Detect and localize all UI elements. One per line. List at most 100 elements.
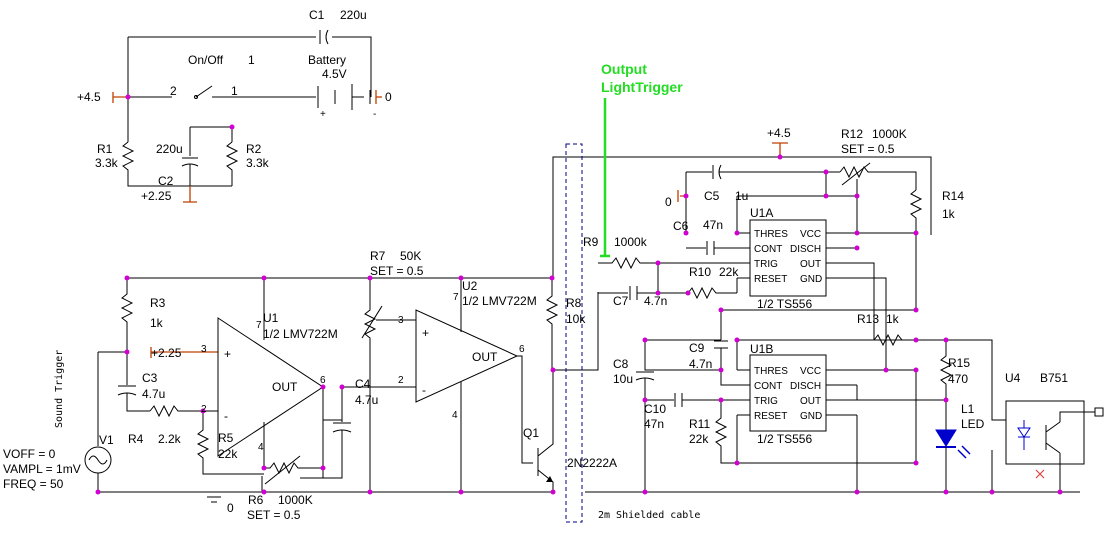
- r5-ref: R5: [218, 431, 234, 445]
- u1b-pin-out: OUT: [800, 396, 821, 407]
- c1-ref: C1: [309, 8, 325, 22]
- u1b-pin-vcc: VCC: [800, 366, 821, 377]
- r8-value: 10k: [566, 312, 586, 326]
- u1-pin2: 2: [201, 404, 207, 415]
- r9-value: 1000k: [614, 235, 648, 249]
- labels: C1 220u On/Off 1 2 1 Battery 4.5V + - +4…: [3, 8, 1068, 522]
- r5-value: 22k: [218, 447, 238, 461]
- r12-set: SET = 0.5: [841, 142, 895, 156]
- u1-ref: U1: [263, 311, 279, 325]
- r7-ref: R7: [370, 249, 386, 263]
- c7-value: 4.7n: [644, 294, 667, 308]
- u1-pin3: 3: [201, 344, 207, 355]
- c9-value: 4.7n: [689, 357, 712, 371]
- u1a-pin-disch: DISCH: [790, 244, 821, 255]
- u2-pin3: 3: [398, 315, 404, 326]
- r14-ref: R14: [942, 189, 964, 203]
- u2-ref: U2: [462, 279, 478, 293]
- c10-value: 47n: [644, 417, 664, 431]
- battery-value: 4.5V: [322, 67, 347, 81]
- c7-ref: C7: [613, 294, 629, 308]
- battery-minus: -: [373, 109, 376, 120]
- r10-value: 22k: [719, 265, 739, 279]
- u1b-pin-reset: RESET: [754, 411, 787, 422]
- output-light-trigger-line: [600, 98, 610, 258]
- r3-ref: R3: [150, 296, 166, 310]
- c6-value: 47n: [703, 218, 723, 232]
- gnd-u1a-label: 0: [665, 195, 672, 209]
- r6-ref: R6: [248, 493, 264, 507]
- l1-ref: L1: [961, 402, 975, 416]
- u1a-pin-thres: THRES: [754, 229, 788, 240]
- u2-pin2: 2: [398, 375, 404, 386]
- r4-value: 2.2k: [158, 432, 182, 446]
- u1a-pin-out: OUT: [800, 259, 821, 270]
- c5-ref: C5: [704, 189, 720, 203]
- svg-text:-: -: [422, 383, 426, 397]
- r7-value: 50K: [400, 249, 421, 263]
- l1-value: LED: [961, 417, 985, 431]
- output-label-line2: LightTrigger: [601, 79, 683, 95]
- u2-pin6: 6: [519, 344, 525, 355]
- half-supply-u1-label: +2.25: [151, 346, 182, 360]
- v1-ref: V1: [99, 433, 114, 447]
- u1-part: 1/2 LMV722M: [263, 327, 338, 341]
- c10-ref: C10: [644, 402, 666, 416]
- gnd-top-label: 0: [385, 90, 392, 104]
- c6-ref: C6: [673, 219, 689, 233]
- r11-ref: R11: [689, 417, 710, 431]
- v1-param-freq: FREQ = 50: [3, 477, 64, 491]
- u2-part: 1/2 LMV722M: [462, 294, 537, 308]
- c2-ref: C2: [158, 174, 174, 188]
- u4-part: B751: [1040, 371, 1068, 385]
- supply-top-label: +4.5: [77, 90, 101, 104]
- u1-stage: + -: [84, 275, 401, 503]
- c2-value: 220u: [156, 142, 183, 156]
- r3-value: 1k: [150, 316, 164, 330]
- u1b-pin-thres: THRES: [754, 366, 788, 377]
- v1-param-voff: VOFF = 0: [3, 447, 56, 461]
- u1a-pin-trig: TRIG: [754, 259, 778, 270]
- u1a-pin-reset: RESET: [754, 274, 787, 285]
- c9-ref: C9: [689, 341, 705, 355]
- c3-value: 4.7u: [142, 387, 165, 401]
- onoff-pin2: 2: [170, 84, 177, 98]
- q1-ref: Q1: [523, 426, 539, 440]
- battery-section: [112, 29, 382, 203]
- q1-part: 2N2222A: [567, 456, 617, 470]
- r7-set: SET = 0.5: [370, 264, 424, 278]
- u1a-pin-cont: CONT: [754, 244, 782, 255]
- c1-value: 220u: [340, 8, 367, 22]
- onoff-ref: On/Off: [188, 53, 224, 67]
- r15-value: 470: [948, 372, 968, 386]
- gnd-bottom-label: 0: [227, 501, 234, 515]
- u2-stage: + -: [361, 156, 932, 495]
- c5-value: 1u: [735, 189, 748, 203]
- r15-ref: R15: [948, 356, 970, 370]
- u1a-pin-vcc: VCC: [800, 229, 821, 240]
- battery-plus: +: [320, 109, 326, 120]
- c4-value: 4.7u: [355, 393, 378, 407]
- r10-ref: R10: [689, 265, 711, 279]
- svg-text:+: +: [422, 326, 429, 340]
- output-label-line1: Output: [601, 61, 647, 77]
- r14-value: 1k: [942, 207, 956, 221]
- r8-ref: R8: [566, 296, 582, 310]
- u1b-pin-cont: CONT: [754, 381, 782, 392]
- r2-ref: R2: [246, 142, 262, 156]
- u1a-part: 1/2 TS556: [757, 297, 812, 311]
- v1-param-vampl: VAMPL = 1mV: [3, 462, 81, 476]
- r13-value: 1k: [886, 312, 900, 326]
- c4-ref: C4: [355, 377, 371, 391]
- u2-out: OUT: [472, 350, 498, 364]
- svg-text:+: +: [224, 347, 231, 361]
- u1-out: OUT: [272, 380, 298, 394]
- svg-text:-: -: [224, 409, 228, 423]
- battery-ref: Battery: [308, 53, 346, 67]
- u1b-pin-disch: DISCH: [790, 381, 821, 392]
- r12-value: 1000K: [872, 127, 907, 141]
- r9-ref: R9: [583, 235, 599, 249]
- u1-pin7: 7: [256, 320, 262, 331]
- u1a-ref: U1A: [750, 206, 773, 220]
